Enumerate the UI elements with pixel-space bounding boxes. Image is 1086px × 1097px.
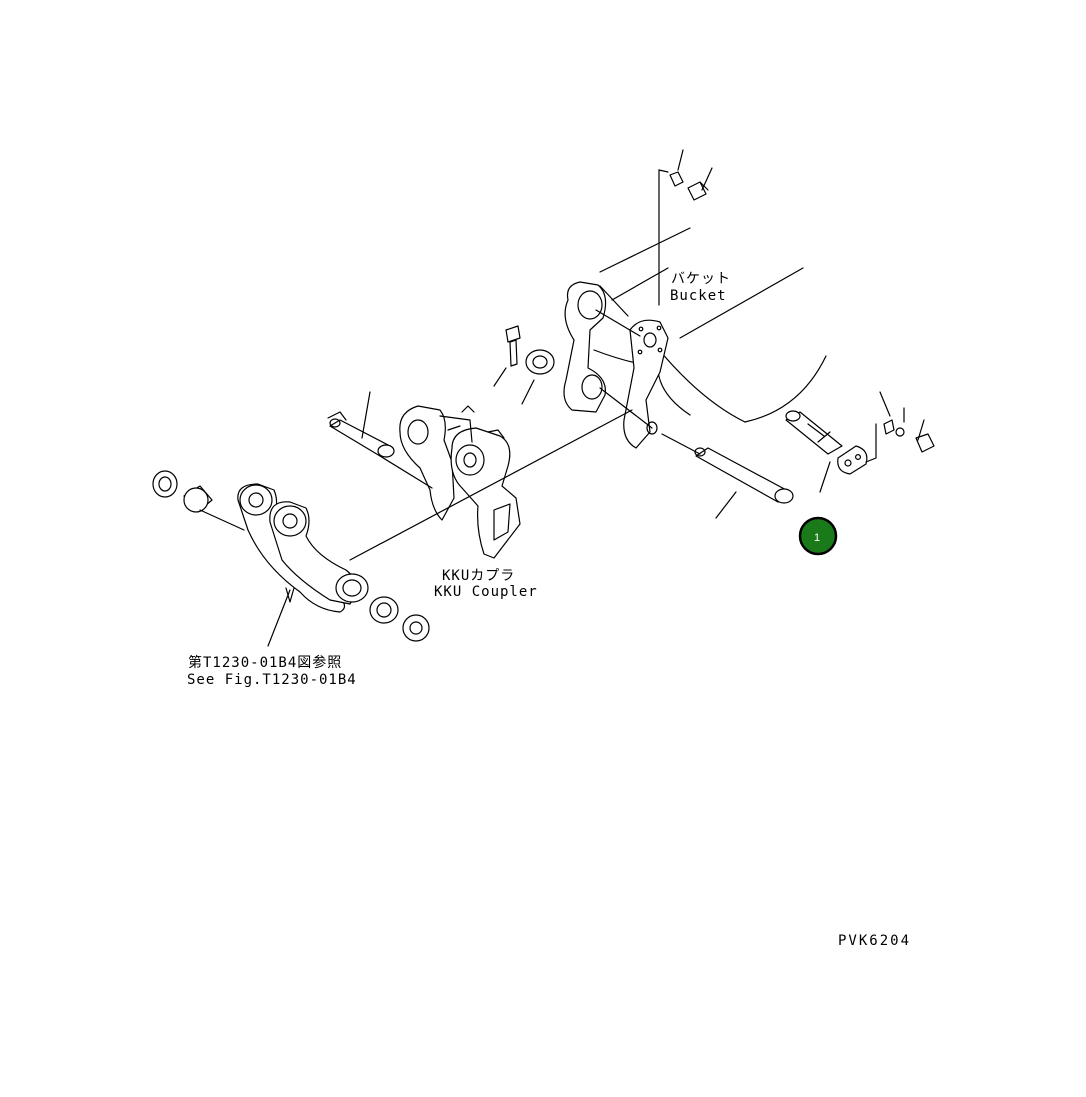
bucket-label-en: Bucket xyxy=(670,288,727,304)
see-fig-label-en: See Fig.T1230-01B4 xyxy=(187,672,357,688)
kku-coupler xyxy=(399,405,521,559)
bushing-collar xyxy=(521,349,555,405)
coupler-label-jp: KKUカプラ xyxy=(442,568,515,584)
assembly-lines xyxy=(199,309,831,561)
arm-link xyxy=(237,483,369,647)
top-fasteners xyxy=(658,149,713,306)
callout-badge-1[interactable]: 1 xyxy=(798,516,838,556)
coupler-label-en: KKU Coupler xyxy=(434,584,538,600)
small-bolt xyxy=(493,325,521,387)
see-fig-label-jp: 第T1230-01B4図参照 xyxy=(188,654,342,671)
left-bushings xyxy=(152,470,430,642)
bucket-bracket xyxy=(563,281,669,449)
bucket-label-jp: バケット xyxy=(671,271,731,287)
callout-number[interactable]: 1 xyxy=(814,532,820,544)
coupler-pin xyxy=(327,391,395,458)
pin-assembly-right xyxy=(694,410,868,504)
callout-circle[interactable] xyxy=(798,516,838,556)
right-fasteners xyxy=(865,391,935,463)
drawing-code: PVK6204 xyxy=(838,933,911,949)
